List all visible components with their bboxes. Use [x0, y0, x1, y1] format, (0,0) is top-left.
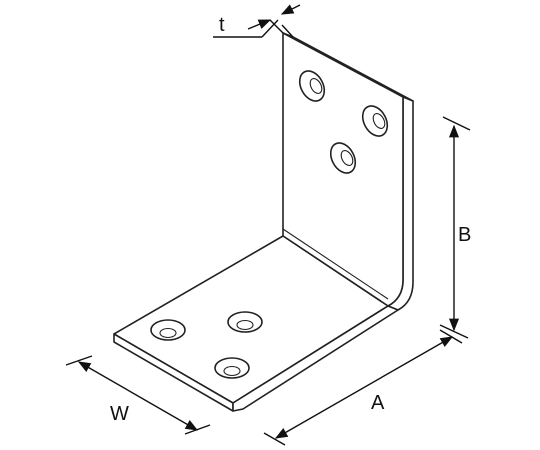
- hole-horizontal-1: [150, 319, 186, 341]
- vertical-plate-holes: [298, 70, 389, 174]
- label-t: t: [219, 14, 225, 36]
- hole-vertical-1: [298, 70, 326, 102]
- hole-vertical-2: [361, 105, 389, 137]
- dimension-t: [213, 4, 301, 38]
- bend-line: [282, 228, 389, 300]
- horizontal-plate-holes: [150, 311, 263, 379]
- label-b: B: [458, 224, 471, 246]
- dimension-w: [65, 355, 211, 435]
- hole-vertical-3: [329, 142, 357, 174]
- hole-horizontal-2: [227, 311, 263, 333]
- dimension-b: [439, 116, 471, 339]
- label-a: A: [371, 392, 385, 414]
- dimension-a: [263, 329, 463, 446]
- hole-horizontal-3: [214, 357, 250, 379]
- label-w: W: [110, 403, 129, 425]
